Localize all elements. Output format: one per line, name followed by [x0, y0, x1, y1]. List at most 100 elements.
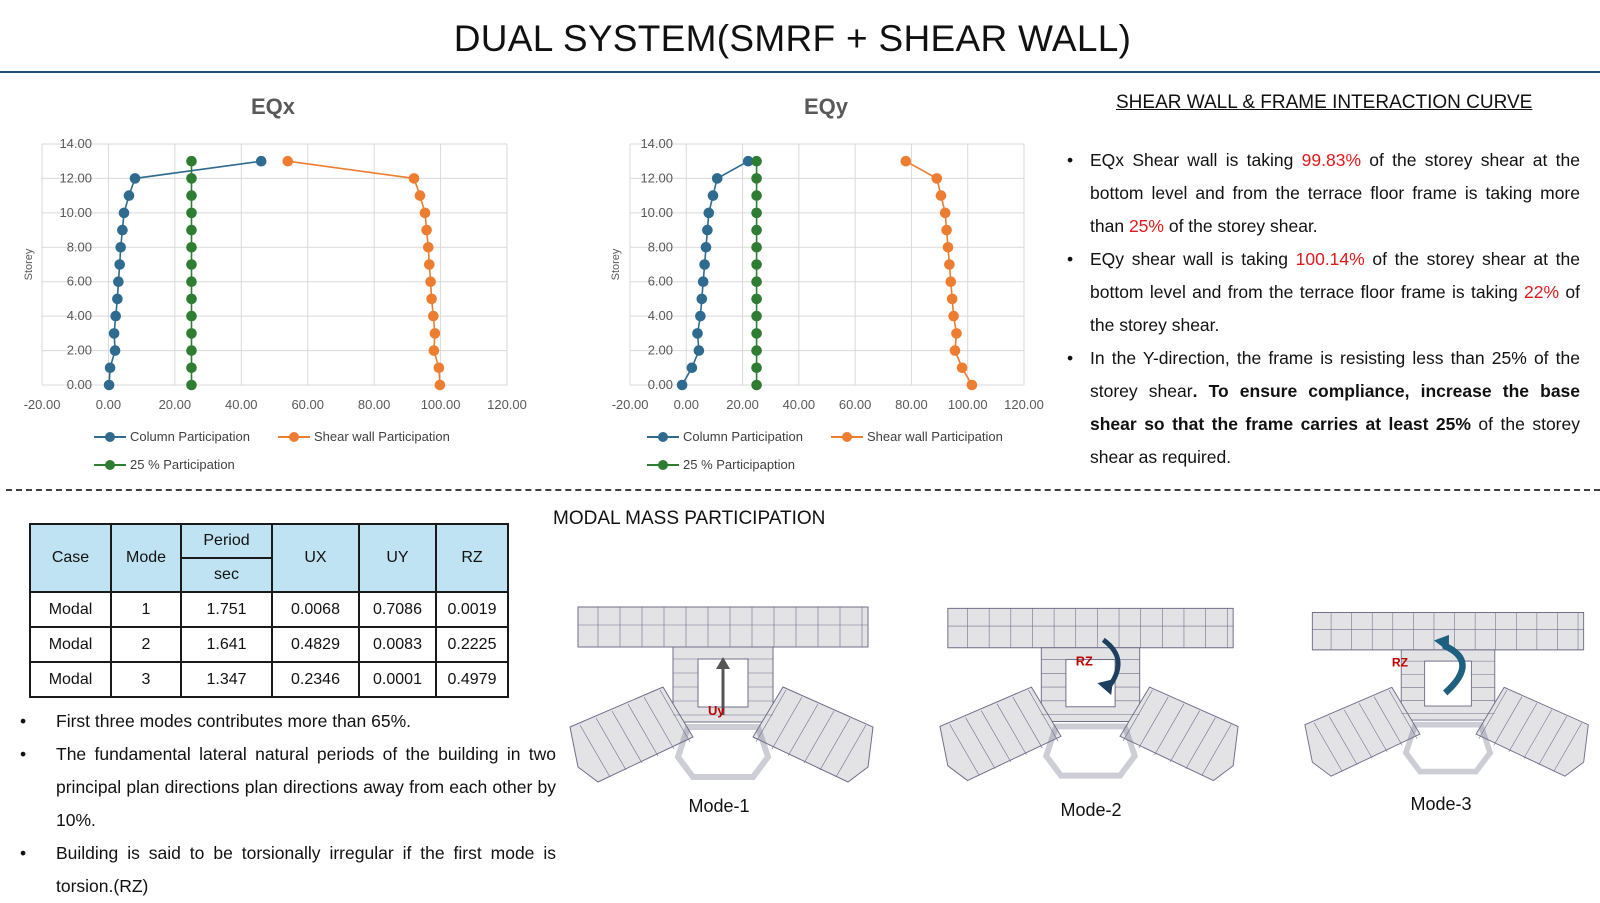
y-tick-label: 6.00 — [648, 274, 673, 289]
plan-right-wing — [1119, 686, 1239, 782]
x-tick-label: 40.00 — [225, 397, 258, 412]
data-point — [433, 362, 445, 374]
data-point — [103, 379, 115, 391]
data-point — [751, 276, 762, 287]
data-point — [742, 155, 754, 167]
data-point — [696, 293, 708, 305]
section-divider — [6, 489, 1600, 491]
y-axis-label: Storey — [610, 248, 622, 280]
data-point — [939, 207, 951, 219]
data-point — [186, 242, 197, 253]
table-cell: 0.4979 — [435, 661, 509, 698]
plan-grid-line — [835, 724, 867, 778]
col-header-rz: RZ — [435, 523, 509, 593]
data-point — [429, 328, 441, 339]
data-point — [751, 379, 762, 391]
plan-right-wing — [1475, 686, 1589, 777]
mode-2-plan: RZ — [939, 607, 1239, 782]
plan-grid-line — [579, 724, 611, 778]
plan-grid-line — [1493, 696, 1523, 746]
x-tick-label: 20.00 — [159, 397, 192, 412]
x-tick-label: 120.00 — [487, 397, 527, 412]
data-point — [699, 259, 710, 270]
mode-1-label: Mode-1 — [688, 796, 750, 816]
legend-swatch — [278, 431, 310, 443]
data-point — [966, 379, 978, 391]
y-tick-label: 14.00 — [640, 136, 673, 151]
data-point — [115, 242, 126, 253]
plan-grid-line — [996, 703, 1027, 756]
data-point — [110, 310, 121, 322]
data-point — [113, 276, 124, 287]
plan-grid-line — [659, 689, 691, 743]
data-point — [104, 362, 116, 374]
plan-bottom-ring — [1402, 721, 1494, 775]
data-point — [428, 310, 439, 322]
mode-3-label: Mode-3 — [1410, 794, 1472, 814]
plan-bottom-ring — [1042, 723, 1139, 779]
plan-grid-line — [1122, 689, 1153, 742]
data-point — [186, 224, 197, 236]
table-cell: 3 — [110, 661, 182, 698]
plan-left-wing — [939, 686, 1062, 782]
data-point — [123, 190, 135, 201]
legend-swatch — [647, 459, 679, 471]
table-cell: Modal — [29, 661, 112, 698]
legend-item: 25 % Participaption — [647, 457, 795, 472]
data-point — [255, 155, 267, 167]
data-point — [408, 173, 420, 184]
data-point — [425, 276, 436, 287]
col-header-period-unit: sec — [180, 557, 273, 593]
col-header-case: Case — [29, 523, 112, 593]
x-tick-label: 120.00 — [1004, 397, 1044, 412]
modal-notes: First three modes contributes more than … — [20, 705, 556, 903]
plan-grid-line — [1313, 722, 1343, 772]
data-point — [426, 293, 437, 305]
table-cell: 0.7086 — [358, 591, 437, 628]
interaction-note-eqy: EQy shear wall is taking 100.14% of the … — [1067, 243, 1580, 342]
x-tick-label: 20.00 — [726, 397, 759, 412]
data-point — [711, 173, 723, 184]
plan-grid-line — [1373, 696, 1403, 746]
legend-swatch — [94, 459, 126, 471]
data-point — [693, 345, 705, 356]
data-point — [186, 379, 197, 391]
data-point — [751, 207, 762, 219]
plan-grid-line — [949, 724, 980, 776]
plan-grid-line — [1169, 710, 1200, 763]
mode-3-plan: RZ — [1304, 612, 1589, 777]
x-tick-label: 80.00 — [358, 397, 391, 412]
data-point — [707, 190, 719, 201]
plan-grid-line — [1478, 689, 1508, 739]
plan-grid-line — [755, 689, 787, 743]
data-point — [751, 259, 762, 270]
plan-left-wing — [1304, 686, 1421, 777]
data-point — [186, 293, 197, 305]
interaction-note-compliance: In the Y-direction, the frame is resisti… — [1067, 342, 1580, 474]
data-point — [692, 328, 703, 339]
data-point — [186, 155, 197, 167]
y-tick-label: 14.00 — [59, 136, 92, 151]
data-point — [900, 155, 912, 167]
data-point — [751, 345, 762, 356]
data-point — [112, 293, 123, 305]
y-tick-label: 8.00 — [67, 239, 92, 254]
plan-grid-line — [611, 710, 643, 764]
data-point — [941, 224, 952, 236]
y-axis-label: Storey — [23, 248, 35, 280]
y-tick-label: 2.00 — [67, 343, 92, 358]
eqy-frame-percent: 22% — [1524, 282, 1560, 302]
data-point — [700, 242, 712, 253]
data-point — [751, 293, 762, 305]
data-point — [946, 293, 958, 305]
plan-grid-line — [1185, 717, 1216, 769]
data-point — [751, 224, 762, 236]
data-point — [703, 207, 715, 219]
y-tick-label: 12.00 — [59, 170, 92, 185]
y-tick-label: 0.00 — [648, 377, 673, 392]
col-header-mode: Mode — [110, 523, 182, 593]
data-point — [931, 173, 943, 184]
